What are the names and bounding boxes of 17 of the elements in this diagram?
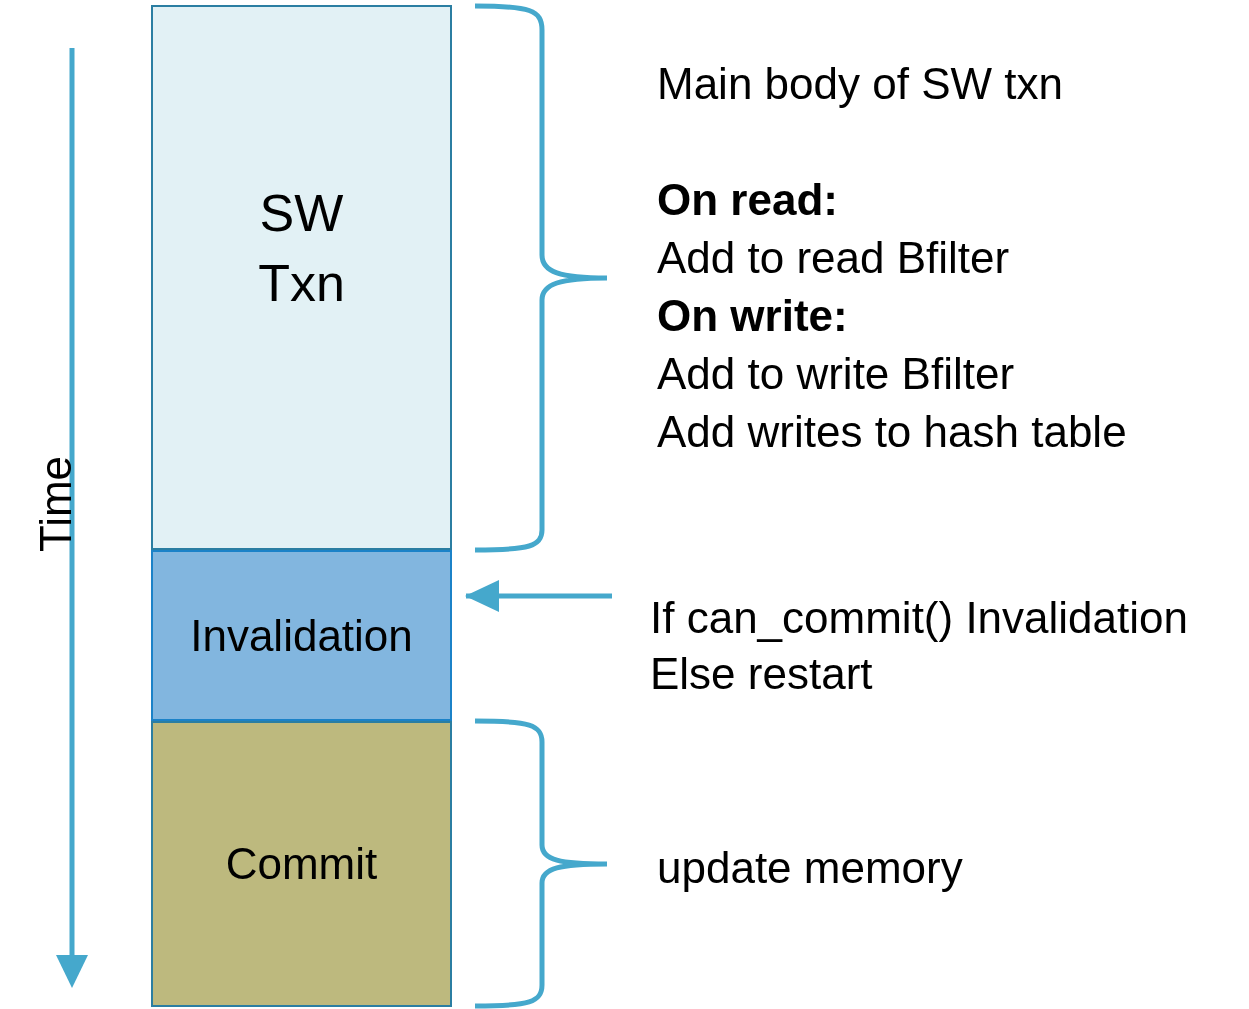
annotation-text: update memory xyxy=(657,842,963,894)
phase-label: SW Txn xyxy=(257,182,346,314)
annotation-text: On write: xyxy=(657,290,848,342)
annotation-text: On read: xyxy=(657,174,838,226)
annotation-text: Add to write Bfilter xyxy=(657,348,1015,400)
axis-label: Time xyxy=(30,455,82,553)
annotation-text: Add to read Bfilter xyxy=(657,232,1010,284)
phase-box xyxy=(151,5,452,550)
phase-box xyxy=(151,721,452,1007)
phase-label: Invalidation xyxy=(190,609,413,662)
condition-text: Else restart xyxy=(650,648,874,700)
arrow xyxy=(465,580,612,612)
annotation-text: Main body of SW txn xyxy=(657,58,1063,110)
condition-text: If can_commit() Invalidation xyxy=(650,592,1189,644)
annotation-text: Add writes to hash table xyxy=(657,406,1127,458)
phase-box xyxy=(151,550,452,721)
phase-label: Commit xyxy=(225,838,378,890)
